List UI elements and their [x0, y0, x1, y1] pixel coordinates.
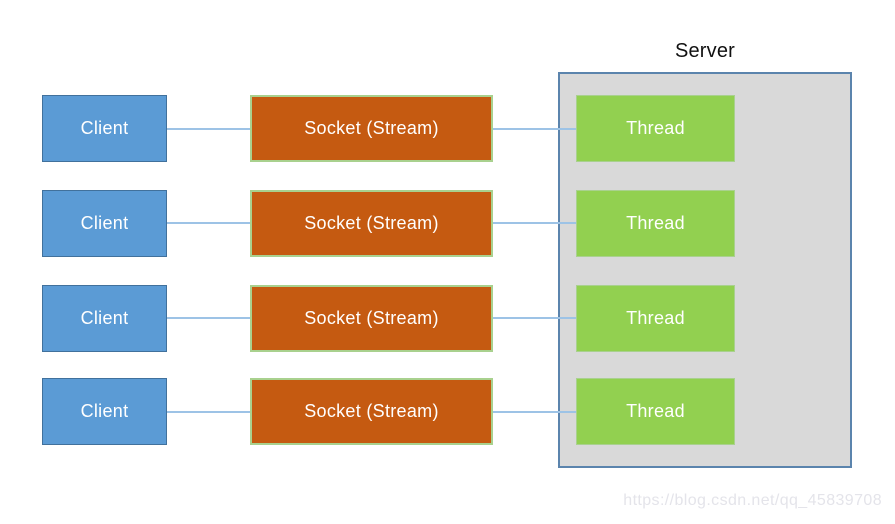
thread-box-2: Thread: [576, 190, 735, 257]
connector-client-socket-3: [167, 317, 250, 319]
server-label: Server: [674, 40, 736, 62]
connector-socket-thread-4: [493, 411, 576, 413]
connector-socket-thread-1: [493, 128, 576, 130]
socket-box-1: Socket (Stream): [250, 95, 493, 162]
client-box-1: Client: [42, 95, 167, 162]
client-box-2: Client: [42, 190, 167, 257]
connector-client-socket-1: [167, 128, 250, 130]
watermark: https://blog.csdn.net/qq_45839708: [623, 492, 882, 509]
socket-box-4: Socket (Stream): [250, 378, 493, 445]
thread-box-4: Thread: [576, 378, 735, 445]
connector-client-socket-4: [167, 411, 250, 413]
thread-box-1: Thread: [576, 95, 735, 162]
connector-socket-thread-2: [493, 222, 576, 224]
socket-box-3: Socket (Stream): [250, 285, 493, 352]
connector-socket-thread-3: [493, 317, 576, 319]
connector-client-socket-2: [167, 222, 250, 224]
client-box-3: Client: [42, 285, 167, 352]
client-box-4: Client: [42, 378, 167, 445]
socket-box-2: Socket (Stream): [250, 190, 493, 257]
thread-box-3: Thread: [576, 285, 735, 352]
